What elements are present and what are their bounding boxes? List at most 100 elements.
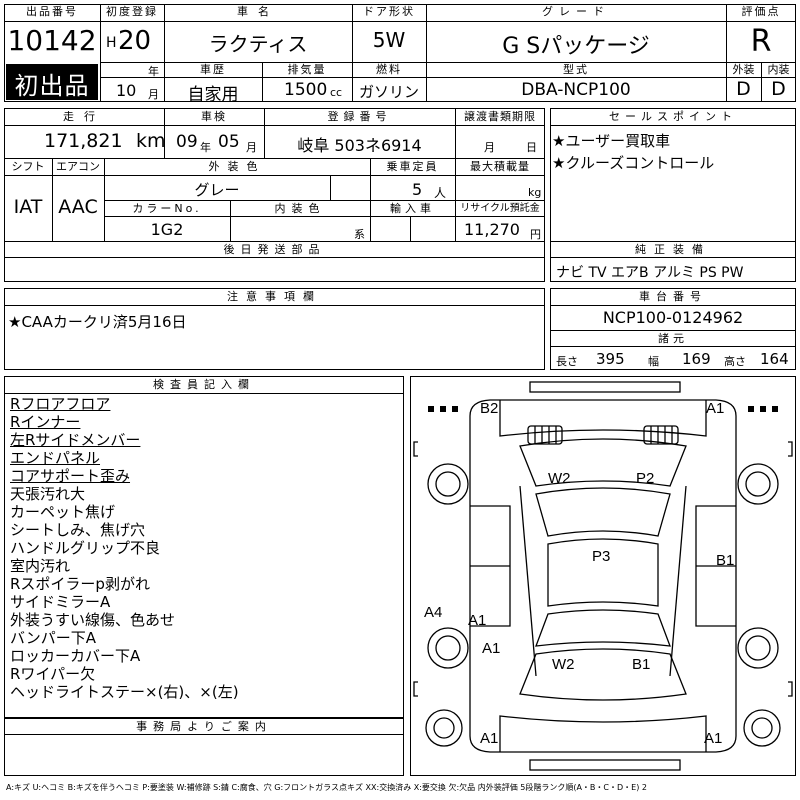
first-listing-badge: 初出品 — [6, 64, 98, 100]
interior-grade: D — [771, 78, 786, 100]
displacement-unit: cc — [330, 86, 343, 99]
damage-mark: B1 — [716, 552, 735, 569]
inspector-note: コアサポート歪み — [10, 467, 131, 485]
recycle-deposit-unit: 円 — [530, 228, 541, 241]
damage-mark: B2 — [480, 400, 499, 417]
color-number-header: カラーNo. — [132, 202, 202, 215]
inspection-header: 車検 — [201, 110, 227, 123]
damage-mark: P2 — [636, 470, 655, 487]
first-registration-month: 10 — [116, 81, 137, 100]
interior-color-header: 内装色 — [274, 202, 326, 215]
mileage: 171,821 — [44, 130, 123, 152]
inspector-block — [4, 376, 404, 718]
recycle-deposit-header: リサイクル預託金 — [460, 203, 540, 214]
door-type-header: ドア形状 — [363, 5, 415, 18]
inspector-note: バンパー下A — [10, 629, 97, 647]
damage-mark: B1 — [632, 656, 651, 673]
capacity-header: 乗車定員 — [386, 160, 439, 173]
inspector-note: エンドパネル — [10, 449, 101, 467]
mileage-header: 走行 — [63, 110, 105, 123]
shift-header: シフト — [11, 160, 45, 173]
inspector-note: ロッカーカバー下A — [10, 647, 141, 665]
inspection-year: 09 — [176, 132, 198, 152]
lot-number: 10142 — [7, 24, 97, 57]
inspector-notes-list: Rフロアフロア Rインナー 左Rサイドメンバー エンドパネル コアサポート歪み … — [10, 395, 400, 701]
later-parts-header: 後日発送部品 — [223, 243, 326, 256]
length-value: 395 — [596, 350, 625, 368]
caution-block — [4, 288, 545, 370]
inspector-header: 検査員記入欄 — [153, 378, 255, 391]
car-diagram — [413, 381, 793, 771]
model-header: 型式 — [563, 63, 589, 76]
first-registration-year-unit: 年 — [148, 65, 159, 78]
chassis-number: NCP100-0124962 — [602, 308, 744, 327]
color-number: 1G2 — [150, 220, 184, 239]
inspector-note: ヘッドライトステー×(右)、×(左) — [10, 683, 239, 701]
fuel-header: 燃料 — [376, 63, 402, 76]
inspector-note: 左Rサイドメンバー — [10, 431, 141, 449]
door-type: 5W — [372, 28, 406, 52]
shift: IAT — [13, 196, 43, 218]
lot-number-header: 出品番号 — [26, 5, 78, 18]
selling-point-item: ★クルーズコントロール — [552, 154, 715, 172]
inspector-note: 外装うすい線傷、色あせ — [10, 611, 176, 629]
selling-points-block — [550, 108, 796, 242]
damage-mark: A1 — [468, 612, 487, 629]
plate-number: 岐阜 503ネ6914 — [297, 136, 422, 155]
history: 自家用 — [187, 85, 239, 105]
genuine-equipment: ナビ TV エアB アルミ PS PW — [556, 265, 744, 281]
damage-mark: A1 — [706, 400, 725, 417]
recycle-deposit: 11,270 — [464, 220, 520, 239]
length-label: 長さ — [556, 355, 578, 368]
office-header: 事務局よりご案内 — [136, 720, 272, 733]
caution-text: ★CAAカークリ済5月16日 — [8, 313, 187, 331]
inspector-note: カーペット焦げ — [10, 503, 116, 521]
grade-header: グレード — [542, 5, 610, 18]
grade: G Sパッケージ — [502, 34, 650, 59]
capacity-unit: 人 — [434, 186, 447, 200]
width-label: 幅 — [648, 355, 659, 368]
office-block — [4, 718, 404, 776]
chassis-number-header: 車台番号 — [639, 290, 707, 303]
inspection-year-unit: 年 — [200, 141, 211, 154]
height-label: 高さ — [724, 355, 746, 368]
document-month-unit: 月 — [484, 141, 495, 154]
inspector-note: 天張汚れ大 — [10, 485, 86, 503]
inspector-note: ハンドルグリップ不良 — [10, 539, 161, 557]
damage-mark: W2 — [548, 470, 571, 487]
displacement-header: 排気量 — [287, 63, 327, 76]
inspector-note: シートしみ、焦げ穴 — [10, 521, 146, 539]
inspector-note: サイドミラーA — [10, 593, 111, 611]
first-registration-month-unit: 月 — [148, 88, 159, 101]
displacement: 1500 — [284, 80, 328, 100]
damage-legend: A:キズ U:ヘコミ B:キズを伴うヘコミ P:要塗装 W:補修跡 S:錆 C:… — [6, 783, 647, 792]
first-registration-header: 初度登録 — [106, 5, 158, 18]
car-diagram-block — [410, 376, 796, 776]
aircon-header: エアコン — [56, 160, 100, 173]
caution-header: 注意事項欄 — [227, 290, 322, 303]
interior-color-unit: 系 — [354, 228, 365, 241]
aircon: AAC — [58, 196, 98, 218]
inspection-month-unit: 月 — [246, 141, 257, 154]
inspection-month: 05 — [218, 132, 240, 152]
selling-points-header: セールスポイント — [609, 110, 737, 123]
interior-grade-header: 内装 — [767, 63, 790, 76]
damage-mark: P3 — [592, 548, 611, 565]
genuine-equipment-header: 純正装備 — [635, 243, 711, 256]
first-listing-label: 初出品 — [14, 72, 90, 100]
header-block — [4, 4, 796, 102]
damage-mark: A1 — [482, 640, 501, 657]
plate-header: 登録番号 — [327, 110, 392, 123]
score-header: 評価点 — [741, 5, 781, 18]
damage-mark: A1 — [704, 730, 723, 747]
exterior-color-header: 外装色 — [208, 160, 266, 173]
dimensions-header: 諸元 — [658, 332, 688, 345]
import-header: 輸入車 — [390, 202, 435, 215]
document-day-unit: 日 — [526, 141, 537, 154]
width-value: 169 — [682, 350, 711, 368]
history-header: 車歴 — [200, 63, 226, 76]
damage-mark: A4 — [424, 604, 443, 621]
car-name-header: 車名 — [237, 5, 279, 18]
selling-point-item: ★ユーザー買取車 — [552, 132, 671, 150]
inspector-note: 室内汚れ — [10, 557, 71, 575]
